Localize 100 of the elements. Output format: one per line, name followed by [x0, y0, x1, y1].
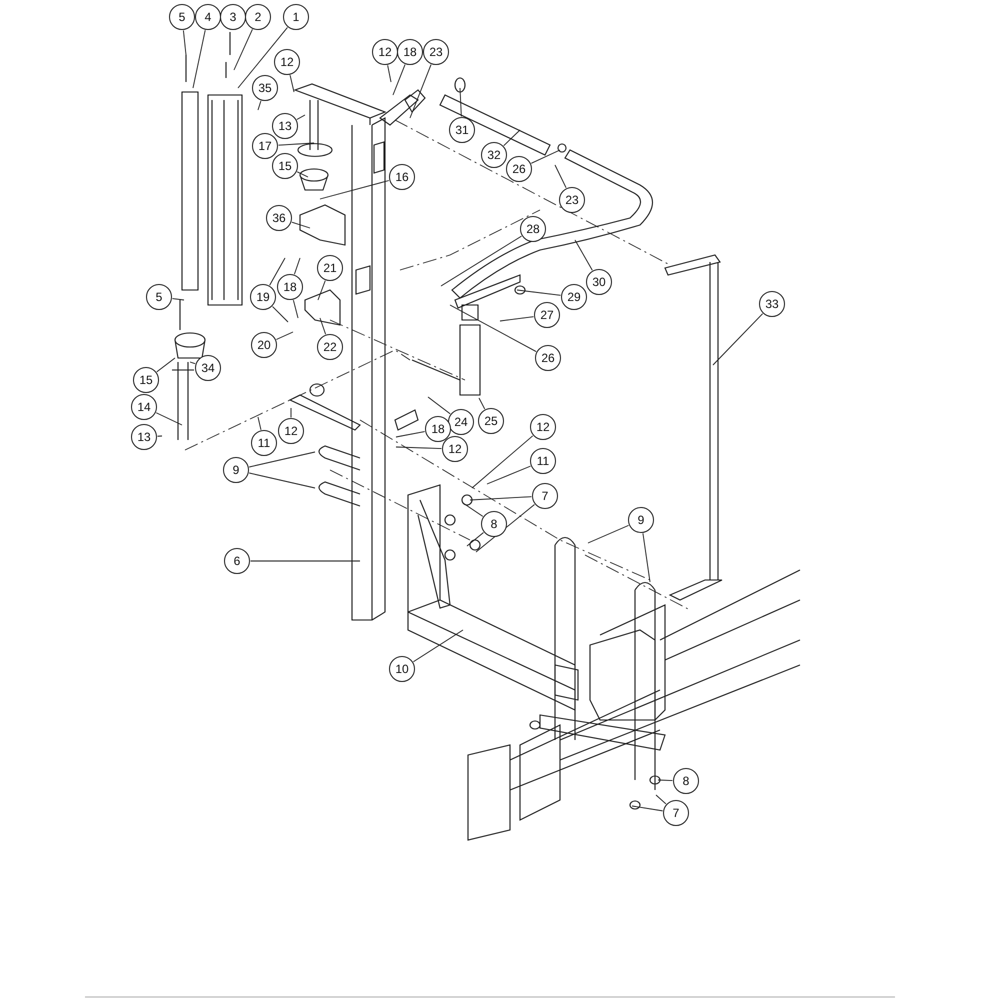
callout-number: 35 [252, 75, 278, 101]
callout-number: 2 [245, 4, 271, 30]
leader-line [320, 318, 326, 335]
callout-number: 33 [759, 291, 785, 317]
leader-line [248, 452, 316, 468]
callout-number: 17 [252, 133, 278, 159]
callout-number: 23 [559, 187, 585, 213]
callout-number: 36 [266, 205, 292, 231]
leader-line [503, 130, 520, 146]
leader-line [460, 88, 462, 117]
callout-number: 26 [535, 345, 561, 371]
leader-line [292, 300, 298, 318]
leader-line [410, 64, 432, 118]
callout-number: 11 [251, 430, 277, 456]
callout-number: 8 [673, 768, 699, 794]
callout-number: 18 [397, 39, 423, 65]
leader-line [278, 142, 314, 146]
leader-line [632, 806, 664, 812]
leader-line [156, 358, 176, 372]
callout-number: 23 [423, 39, 449, 65]
leader-line [157, 436, 162, 437]
leader-line [269, 258, 286, 286]
leader-line [296, 114, 306, 120]
callout-number: 7 [663, 800, 689, 826]
leader-line [440, 236, 522, 286]
leader-line [588, 524, 630, 544]
callout-number: 6 [224, 548, 250, 574]
leader-line [462, 502, 484, 517]
callout-number: 4 [195, 4, 221, 30]
leader-line [192, 30, 206, 88]
leader-line [272, 306, 288, 322]
callout-number: 19 [250, 284, 276, 310]
callout-number: 15 [133, 367, 159, 393]
callout-number: 14 [131, 394, 157, 420]
callout-number: 22 [317, 334, 343, 360]
leader-line [428, 396, 451, 414]
leader-line [472, 435, 534, 488]
callout-number: 32 [481, 142, 507, 168]
leader-line [530, 150, 560, 164]
leader-line [248, 472, 316, 488]
leader-line [296, 171, 308, 178]
callout-number: 20 [251, 332, 277, 358]
leader-line [290, 408, 292, 418]
callout-number: 27 [534, 302, 560, 328]
leader-line [412, 630, 464, 662]
leader-line [234, 28, 253, 70]
leader-line [190, 362, 196, 364]
callout-number: 16 [389, 164, 415, 190]
callout-number: 12 [442, 436, 468, 462]
leader-line [291, 222, 310, 228]
callout-number: 12 [278, 418, 304, 444]
leader-line [466, 532, 484, 546]
leader-line [500, 316, 534, 322]
callout-number: 9 [628, 507, 654, 533]
leader-line [320, 180, 390, 200]
leader-line [276, 332, 294, 340]
callout-number: 29 [561, 284, 587, 310]
leader-line [554, 164, 567, 188]
leader-line [450, 304, 537, 352]
leader-line [396, 446, 442, 449]
leader-line [250, 560, 360, 562]
leader-line [712, 313, 764, 366]
callout-number: 26 [506, 156, 532, 182]
callout-number: 10 [389, 656, 415, 682]
callout-number: 12 [274, 49, 300, 75]
callout-number: 28 [520, 216, 546, 242]
leader-line [318, 280, 326, 300]
leader-line [396, 431, 426, 438]
callout-number: 8 [481, 511, 507, 537]
leader-line [156, 412, 182, 426]
callout-number: 12 [372, 39, 398, 65]
leader-line [258, 100, 262, 110]
leader-line [656, 794, 666, 804]
callout-number: 24 [448, 409, 474, 435]
leader-line [294, 258, 300, 275]
leader-line [392, 64, 406, 96]
leader-line [172, 298, 184, 300]
callout-number: 5 [146, 284, 172, 310]
callout-number: 30 [586, 269, 612, 295]
callout-number: 13 [131, 424, 157, 450]
callout-number: 11 [530, 448, 556, 474]
callout-number: 9 [223, 457, 249, 483]
callout-number: 18 [425, 416, 451, 442]
callout-number: 12 [530, 414, 556, 440]
callout-number: 7 [532, 483, 558, 509]
leader-line [574, 240, 593, 271]
leader-line [658, 780, 673, 781]
callout-number: 13 [272, 113, 298, 139]
callout-number: 34 [195, 355, 221, 381]
callout-number: 21 [317, 255, 343, 281]
leader-line [470, 496, 532, 500]
leader-line [290, 74, 294, 92]
leader-line [182, 30, 186, 56]
callout-number: 5 [169, 4, 195, 30]
callout-number: 25 [478, 408, 504, 434]
leader-line [642, 532, 650, 582]
leader-line [238, 27, 288, 88]
callout-number: 18 [277, 274, 303, 300]
callout-number: 15 [272, 153, 298, 179]
callout-number: 31 [449, 117, 475, 143]
